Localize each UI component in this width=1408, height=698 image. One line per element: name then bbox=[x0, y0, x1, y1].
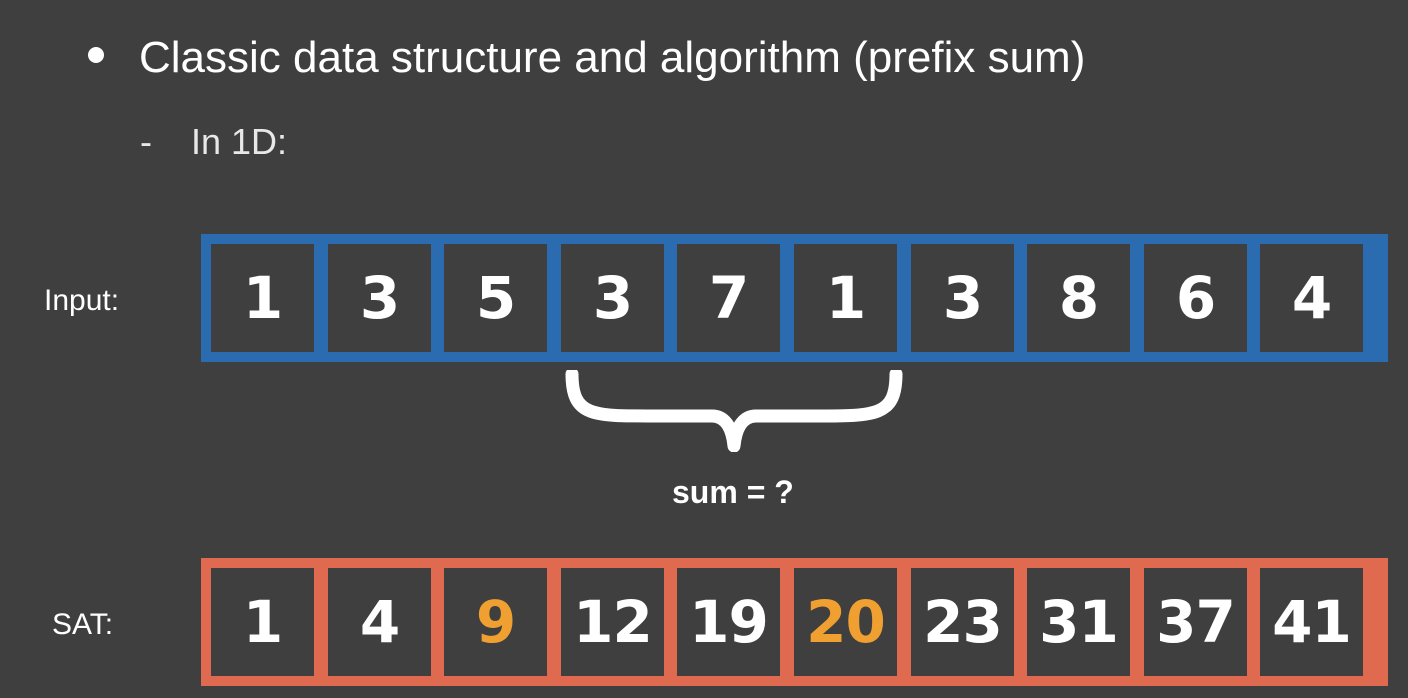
input-cell: 3 bbox=[561, 244, 664, 352]
sat-cell: 4 bbox=[328, 568, 431, 676]
input-cell: 6 bbox=[1144, 244, 1247, 352]
sat-cell: 20 bbox=[794, 568, 897, 676]
bullet-dot bbox=[88, 47, 104, 63]
input-cell: 4 bbox=[1260, 244, 1363, 352]
sat-label: SAT: bbox=[52, 608, 114, 641]
sub-bullet-dash: - bbox=[140, 121, 152, 162]
sat-cell: 31 bbox=[1027, 568, 1130, 676]
input-cell: 3 bbox=[911, 244, 1014, 352]
input-cell: 3 bbox=[328, 244, 431, 352]
input-cell: 1 bbox=[211, 244, 314, 352]
sum-label: sum = ? bbox=[672, 474, 794, 510]
sat-cell: 37 bbox=[1144, 568, 1247, 676]
sat-cell: 23 bbox=[911, 568, 1014, 676]
sat-cell: 1 bbox=[211, 568, 314, 676]
input-cell: 8 bbox=[1027, 244, 1130, 352]
sat-cell: 12 bbox=[561, 568, 664, 676]
sat-cell: 9 bbox=[444, 568, 547, 676]
sat-cell: 41 bbox=[1260, 568, 1363, 676]
sub-bullet-text: In 1D: bbox=[191, 121, 288, 162]
bullet-text: Classic data structure and algorithm (pr… bbox=[139, 33, 1086, 82]
input-label: Input: bbox=[44, 284, 120, 317]
input-cell: 5 bbox=[444, 244, 547, 352]
sat-cell: 19 bbox=[677, 568, 780, 676]
curly-brace-icon bbox=[565, 370, 903, 452]
input-cell: 7 bbox=[677, 244, 780, 352]
input-cell: 1 bbox=[794, 244, 897, 352]
